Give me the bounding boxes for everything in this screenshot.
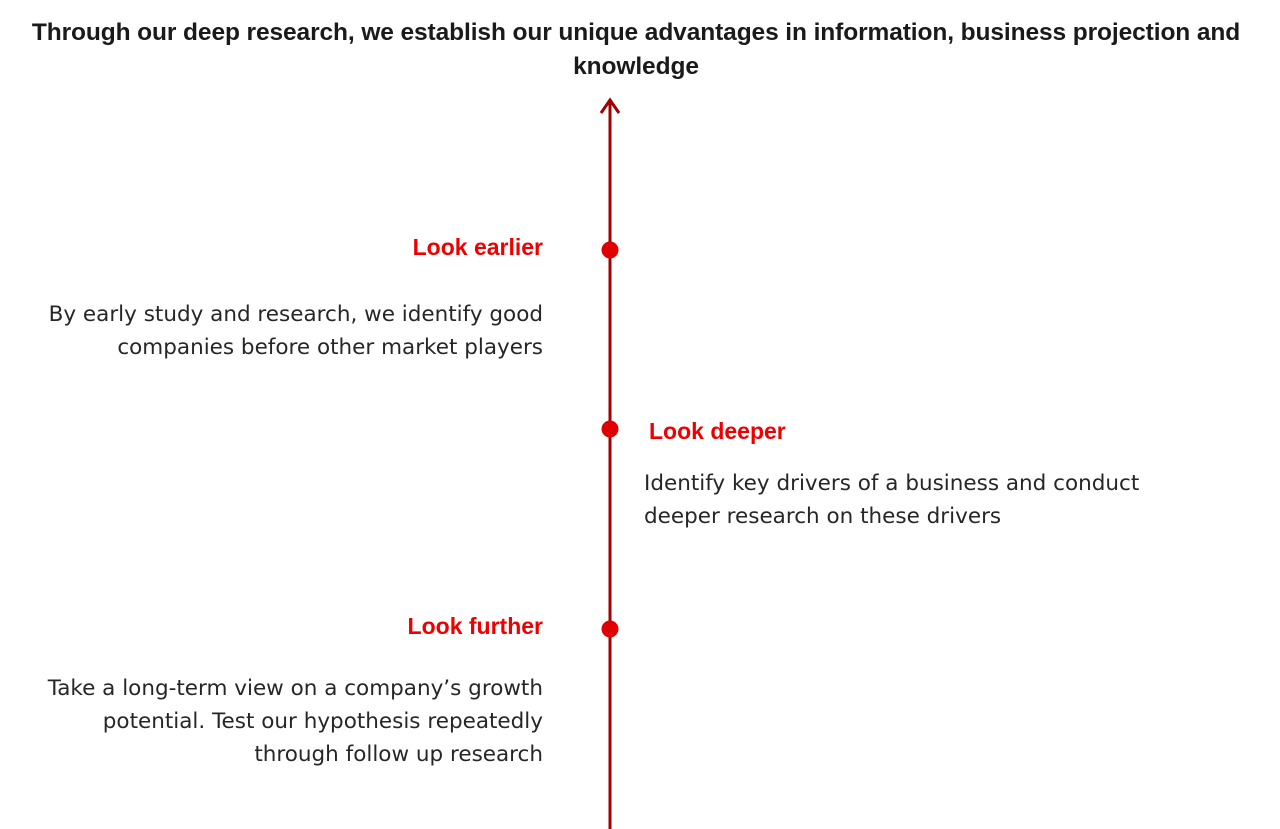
up-arrow-icon bbox=[599, 97, 621, 114]
timeline-dot-look-further bbox=[601, 620, 619, 638]
milestone-look-deeper: Look deeper Identify key drivers of a bu… bbox=[644, 416, 1204, 533]
milestone-body-look-further: Take a long-term view on a company’s gro… bbox=[47, 676, 543, 767]
milestone-label-look-further: Look further bbox=[407, 613, 543, 639]
milestone-label-look-deeper: Look deeper bbox=[649, 418, 786, 444]
milestone-label-look-earlier: Look earlier bbox=[412, 234, 543, 260]
page-title: Through our deep research, we establish … bbox=[31, 19, 1241, 80]
milestone-body-look-earlier: By early study and research, we identify… bbox=[48, 302, 543, 360]
milestone-body-look-deeper: Identify key drivers of a business and c… bbox=[644, 471, 1140, 529]
milestone-look-further: Look further Take a long-term view on a … bbox=[43, 611, 543, 771]
timeline-dot-look-earlier bbox=[601, 241, 619, 259]
timeline-dot-look-deeper bbox=[601, 420, 619, 438]
milestone-look-earlier: Look earlier By early study and research… bbox=[43, 232, 543, 364]
